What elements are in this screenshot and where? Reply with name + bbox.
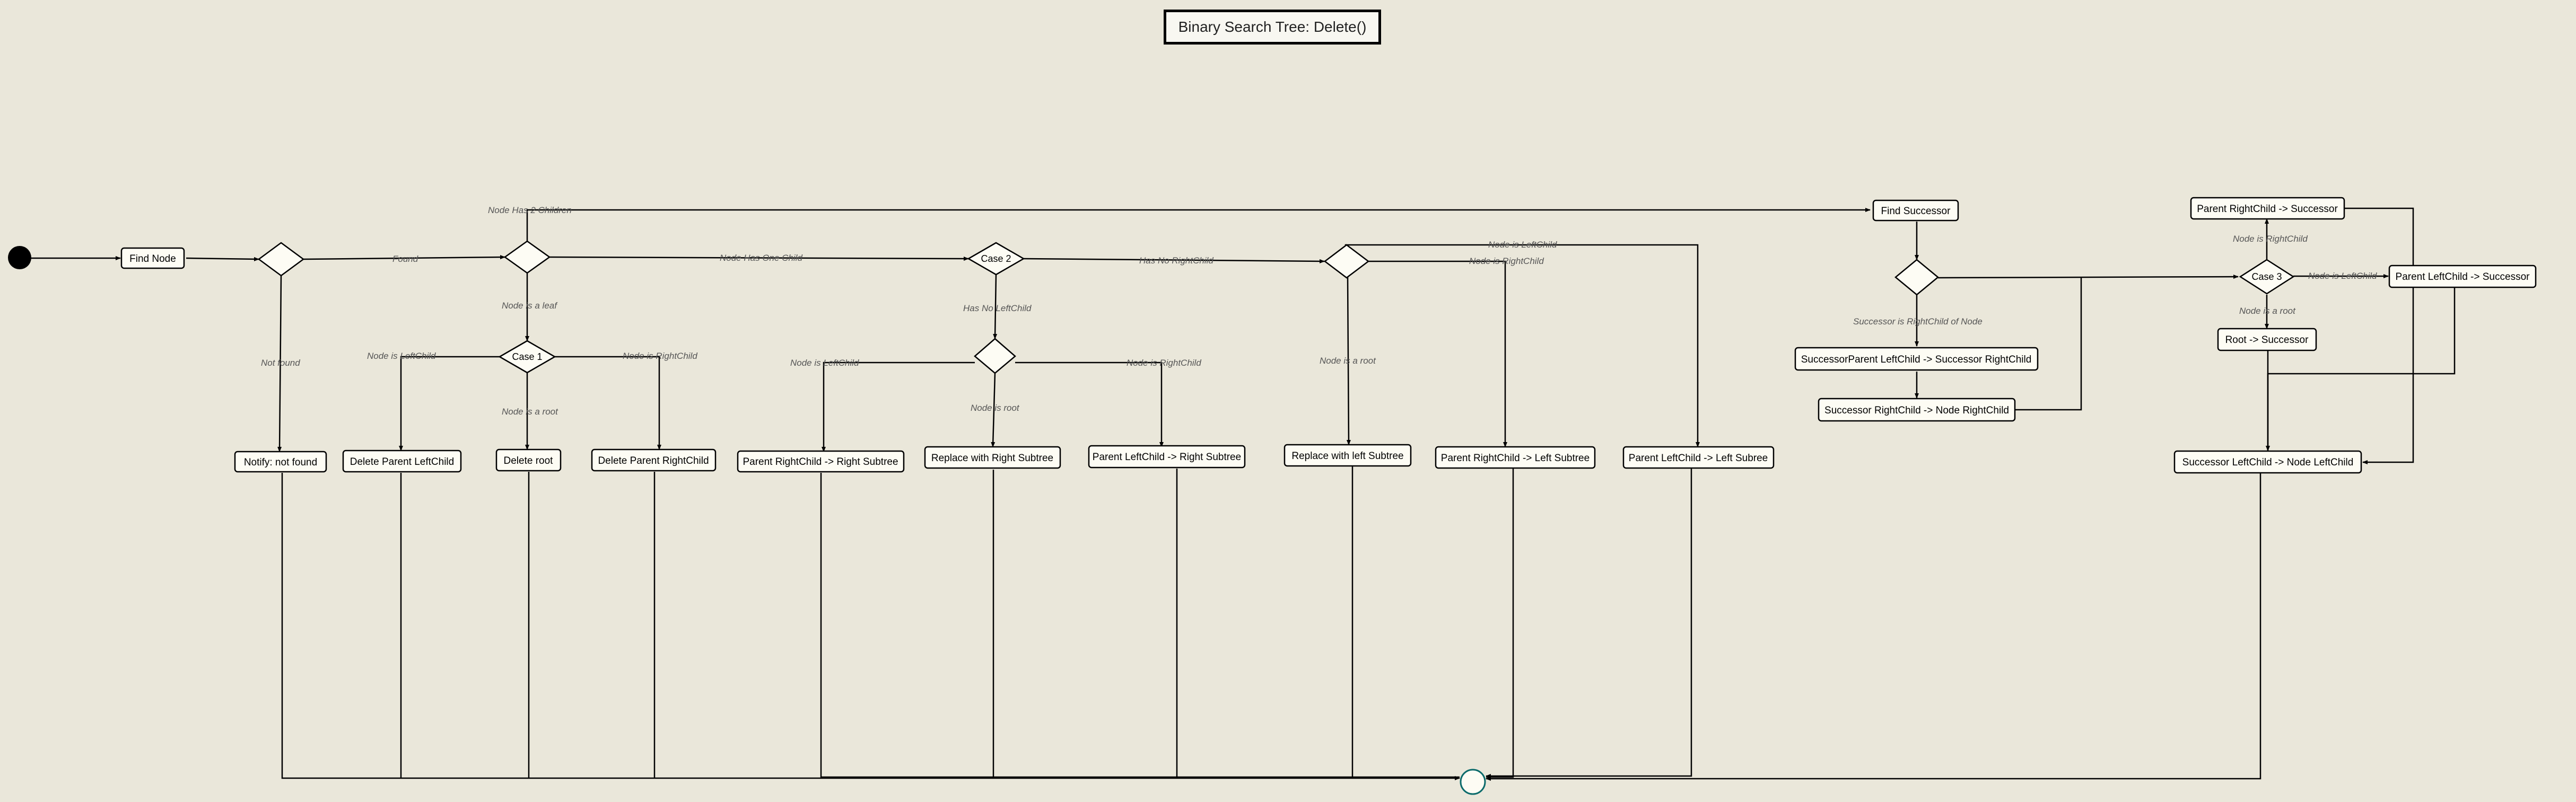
label-d3-leftchild: Node is LeftChild xyxy=(790,358,859,368)
case3-label: Case 3 xyxy=(2251,271,2282,282)
node-parent-rightchild-right-subtree: Parent RightChild -> Right Subtree xyxy=(737,450,905,473)
edge-d4-root xyxy=(1346,276,1351,445)
label-found: Found xyxy=(392,254,418,264)
svg-text:Parent RightChild -> Right Sub: Parent RightChild -> Right Subtree xyxy=(743,456,898,468)
label-case3-rightchild: Node is RightChild xyxy=(2233,234,2308,244)
node-delete-parent-leftchild: Delete Parent LeftChild xyxy=(342,450,462,473)
label-case1-rightchild: Node is RightChild xyxy=(623,351,697,361)
label-node-is-a-leaf: Node is a leaf xyxy=(502,301,558,311)
end-node xyxy=(1460,769,1486,795)
svg-text:Successor LeftChild -> Node Le: Successor LeftChild -> Node LeftChild xyxy=(2182,457,2354,468)
node-successorparent-leftchild: SuccessorParent LeftChild -> Successor R… xyxy=(1794,347,2039,371)
label-node-has-one-child: Node Has One Child xyxy=(720,253,802,263)
node-parent-leftchild-left-subtree: Parent LeftChild -> Left Subree xyxy=(1622,446,1775,469)
edge-not-found xyxy=(277,275,282,452)
edges xyxy=(29,207,2456,781)
node-successor-rightchild-node-rightchild: Successor RightChild -> Node RightChild xyxy=(1818,398,2016,422)
edge-merge-left xyxy=(281,473,1460,780)
edge-d4-rightchild xyxy=(1368,260,1507,447)
node-parent-rightchild-left-subtree: Parent RightChild -> Left Subtree xyxy=(1435,446,1596,469)
label-case1-leftchild: Node is LeftChild xyxy=(367,351,436,361)
edge-has-no-rightchild xyxy=(1023,258,1325,263)
label-d4-rightchild: Node is RightChild xyxy=(1469,256,1544,266)
edge-has-no-leftchild xyxy=(993,274,998,339)
svg-text:Find Successor: Find Successor xyxy=(1881,206,1951,217)
svg-text:Notify: not found: Notify: not found xyxy=(244,457,317,468)
edge-pls-to-successor-leftchild xyxy=(2266,288,2456,451)
edge-found xyxy=(303,255,505,260)
svg-text:Parent LeftChild -> Right Subt: Parent LeftChild -> Right Subtree xyxy=(1093,452,1241,463)
edge-d3-root xyxy=(991,373,996,447)
edge-node-has-2-children xyxy=(526,208,1871,241)
case1-label: Case 1 xyxy=(512,351,542,362)
node-find-node: Find Node xyxy=(120,247,185,269)
label-d4-root: Node is a root xyxy=(1320,356,1376,366)
label-successor-is-rightchild: Successor is RightChild of Node xyxy=(1853,316,1983,327)
label-not-found: Not found xyxy=(261,358,300,368)
label-case3-root: Node is a root xyxy=(2239,306,2296,316)
edge-find-node-to-decision xyxy=(186,257,259,261)
diagram-title: Binary Search Tree: Delete() xyxy=(1164,10,1381,45)
decision-case2 xyxy=(967,242,1025,276)
svg-text:Root -> Successor: Root -> Successor xyxy=(2225,334,2309,346)
start-node xyxy=(8,246,31,269)
edge-labels: Node Has 2 Children Found Not found Node… xyxy=(261,205,2377,417)
label-case1-root: Node is a root xyxy=(502,407,558,417)
edge-case1-leftchild xyxy=(399,356,500,451)
edge-decision5-to-case3 xyxy=(1937,275,2239,279)
label-d4-leftchild: Node is LeftChild xyxy=(1488,240,1557,250)
svg-text:Successor RightChild -> Node R: Successor RightChild -> Node RightChild xyxy=(1824,405,2009,416)
node-delete-parent-rightchild: Delete Parent RightChild xyxy=(591,448,717,472)
merge-parent-rightchild-right-subtree xyxy=(820,473,1460,778)
decision-found xyxy=(257,242,305,277)
svg-text:Parent LeftChild -> Left Subre: Parent LeftChild -> Left Subree xyxy=(1629,453,1768,464)
svg-text:Parent RightChild -> Left Subt: Parent RightChild -> Left Subtree xyxy=(1441,453,1590,464)
label-case3-leftchild: Node is LeftChild xyxy=(2308,271,2377,281)
node-parent-leftchild-right-subtree: Parent LeftChild -> Right Subtree xyxy=(1088,445,1246,469)
node-root-successor: Root -> Successor xyxy=(2217,328,2317,351)
decision-has-no-leftchild xyxy=(974,338,1016,374)
label-d3-root: Node is root xyxy=(971,403,1020,413)
node-replace-with-left-subtree: Replace with left Subtree xyxy=(1283,444,1412,467)
label-d3-rightchild: Node is RightChild xyxy=(1127,358,1201,368)
svg-text:Find Node: Find Node xyxy=(129,253,176,265)
svg-text:Parent LeftChild -> Successor: Parent LeftChild -> Successor xyxy=(2396,271,2530,283)
edge-d3-leftchild xyxy=(822,362,975,452)
node-successor-leftchild-node-leftchild: Successor LeftChild -> Node LeftChild xyxy=(2173,450,2362,474)
edge-node-has-one-child xyxy=(549,256,969,261)
svg-text:Delete Parent LeftChild: Delete Parent LeftChild xyxy=(350,456,454,468)
svg-text:SuccessorParent LeftChild -> S: SuccessorParent LeftChild -> Successor R… xyxy=(1801,354,2032,365)
merge-parent-leftchild-left-subtree xyxy=(1486,469,1692,778)
svg-text:Delete Parent RightChild: Delete Parent RightChild xyxy=(598,455,709,466)
decision-case3 xyxy=(2239,259,2295,295)
label-node-has-2-children: Node Has 2 Children xyxy=(488,205,572,215)
edge-d4-leftchild xyxy=(1344,244,1700,447)
svg-text:Parent RightChild -> Successor: Parent RightChild -> Successor xyxy=(2197,204,2338,215)
case2-label: Case 2 xyxy=(981,253,1011,264)
edge-case1-rightchild xyxy=(555,356,661,450)
svg-text:Replace with left Subtree: Replace with left Subtree xyxy=(1291,451,1403,462)
svg-text:Replace with Right Subtree: Replace with Right Subtree xyxy=(931,453,1053,464)
edge-d3-rightchild xyxy=(1015,362,1164,447)
node-find-successor: Find Successor xyxy=(1872,199,1959,222)
label-has-no-rightchild: Has No RightChild xyxy=(1139,255,1213,266)
node-replace-with-right-subtree: Replace with Right Subtree xyxy=(924,446,1061,469)
decision-successor xyxy=(1894,259,1939,296)
decision-has-no-rightchild xyxy=(1323,244,1370,279)
merge-successor-leftchild xyxy=(1486,473,2261,781)
node-notify-not-found: Notify: not found xyxy=(234,451,327,473)
svg-text:Delete root: Delete root xyxy=(504,455,554,466)
decision-case1 xyxy=(498,340,556,374)
edge-prs-to-successor-leftchild xyxy=(2345,207,2414,464)
merge-parent-rightchild-left-subtree xyxy=(1486,469,1514,778)
node-parent-leftchild-successor: Parent LeftChild -> Successor xyxy=(2388,265,2537,288)
decision-children-count xyxy=(503,240,551,274)
node-delete-root: Delete root xyxy=(495,448,562,472)
edge-successor-rightchild-to-case3 xyxy=(2015,278,2082,411)
node-parent-rightchild-successor: Parent RightChild -> Successor xyxy=(2190,197,2345,220)
label-has-no-leftchild: Has No LeftChild xyxy=(963,303,1032,313)
